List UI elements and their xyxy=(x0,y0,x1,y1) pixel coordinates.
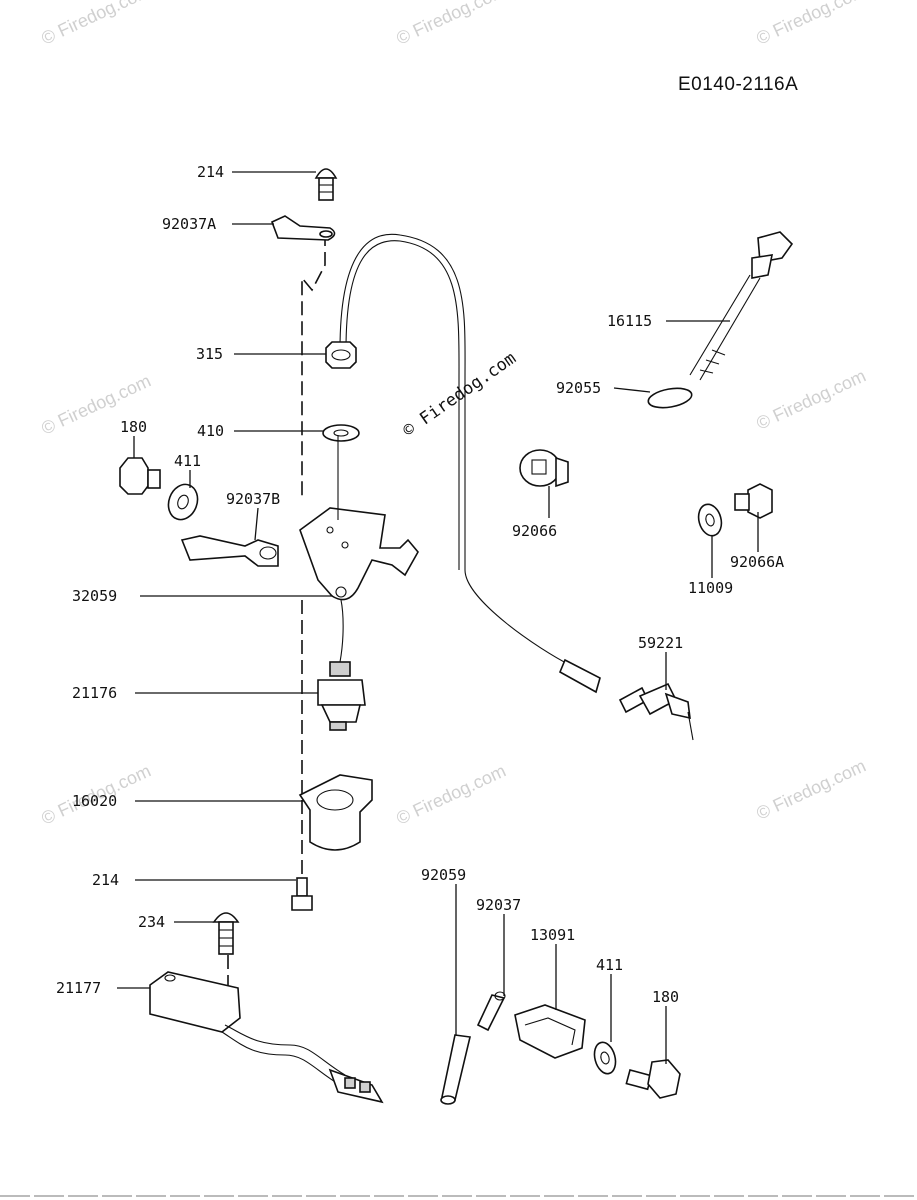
sensor-cable-inner xyxy=(345,240,460,570)
watermark: © Firedog.com xyxy=(393,0,509,49)
sensor-59221 xyxy=(618,682,694,741)
label-32059: 32059 xyxy=(72,587,117,605)
label-92037: 92037 xyxy=(476,896,521,914)
label-21176: 21176 xyxy=(72,684,117,702)
watermark: © Firedog.com xyxy=(753,365,869,433)
screw-214-bottom xyxy=(291,877,313,911)
watermark-center: © Firedog.com xyxy=(399,348,519,441)
label-92037B: 92037B xyxy=(226,490,280,508)
label-410: 410 xyxy=(197,422,224,440)
plug-92066A xyxy=(734,483,773,519)
clip-92037 xyxy=(476,991,506,1032)
sleeve-92059 xyxy=(440,1034,471,1105)
label-16020: 16020 xyxy=(72,792,117,810)
label-315: 315 xyxy=(196,345,223,363)
label-180-right: 180 xyxy=(652,988,679,1006)
switch-13091 xyxy=(514,1004,586,1059)
leader-lines xyxy=(117,171,759,1064)
oring-92055 xyxy=(647,387,693,409)
bolt-180-left xyxy=(119,457,161,495)
washer-11009 xyxy=(697,503,723,537)
washer-410 xyxy=(322,424,360,442)
watermarks: © Firedog.com © Firedog.com © Firedog.co… xyxy=(38,0,869,829)
part-labels: 214 92037A 315 410 180 411 92037B 32059 … xyxy=(56,163,784,1006)
label-21177: 21177 xyxy=(56,979,101,997)
unit-21177 xyxy=(149,971,384,1104)
washer-411-left xyxy=(167,483,199,521)
label-92066A: 92066A xyxy=(730,553,784,571)
label-13091: 13091 xyxy=(530,926,575,944)
watermark: © Firedog.com xyxy=(393,760,509,828)
sensor-cable xyxy=(339,233,571,666)
label-411-right: 411 xyxy=(596,956,623,974)
watermark: © Firedog.com xyxy=(753,0,869,49)
clip-92037B xyxy=(180,535,279,567)
screw-234 xyxy=(212,912,240,955)
label-11009: 11009 xyxy=(688,579,733,597)
cable-terminal xyxy=(558,658,601,694)
label-234: 234 xyxy=(138,913,165,931)
label-16115: 16115 xyxy=(607,312,652,330)
clip-92037A xyxy=(270,215,336,241)
label-214-bottom: 214 xyxy=(92,871,119,889)
washer-411-right xyxy=(593,1041,617,1075)
screw-214-top xyxy=(314,168,338,201)
nut-315 xyxy=(325,341,357,369)
label-92037A: 92037A xyxy=(162,215,216,233)
label-214-top: 214 xyxy=(197,163,224,181)
label-59221: 59221 xyxy=(638,634,683,652)
assembly-axis xyxy=(301,232,326,500)
label-92055: 92055 xyxy=(556,379,601,397)
switch-21176 xyxy=(317,599,366,731)
watermark: © Firedog.com xyxy=(753,755,869,823)
label-180-left: 180 xyxy=(120,418,147,436)
bolt-180-right xyxy=(625,1059,681,1099)
diagram-code: E0140-2116A xyxy=(678,74,798,95)
label-411-left: 411 xyxy=(174,452,201,470)
plug-92066 xyxy=(519,449,569,488)
dipstick-16115 xyxy=(689,231,794,381)
housing-16020 xyxy=(298,774,373,851)
bracket-32059 xyxy=(299,435,419,601)
label-92066: 92066 xyxy=(512,522,557,540)
label-92059: 92059 xyxy=(421,866,466,884)
watermark: © Firedog.com xyxy=(38,0,154,49)
